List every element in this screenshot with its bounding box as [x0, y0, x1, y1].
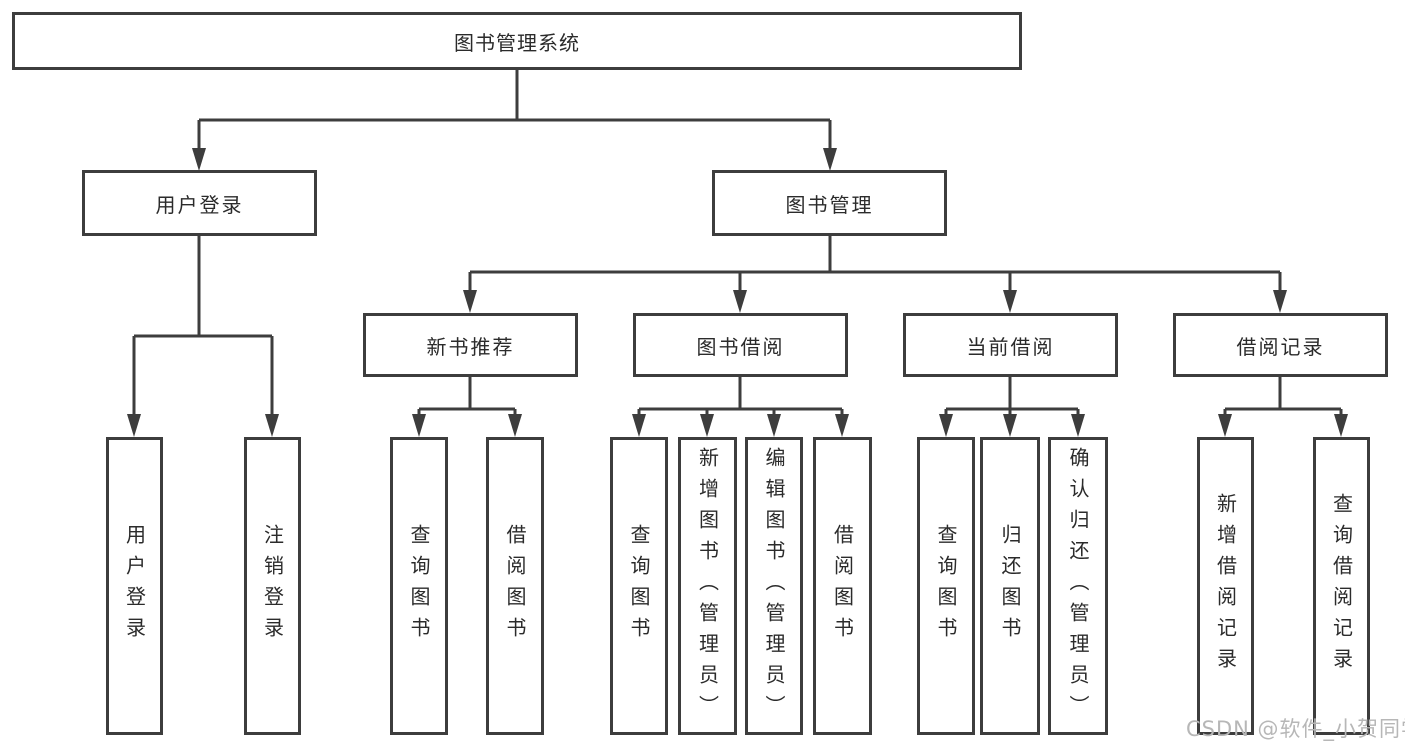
connector-book-management — [463, 236, 1287, 313]
connector-book-borrow — [632, 377, 849, 437]
leaf-add-books-admin: 新增图书（管理员） — [678, 437, 737, 735]
leaf-query-borrow-record: 查询借阅记录 — [1313, 437, 1370, 735]
leaf-user-login: 用户登录 — [106, 437, 163, 735]
leaf-borrow-books-2: 借阅图书 — [813, 437, 872, 735]
connector-new-book — [412, 377, 522, 437]
node-library-system: 图书管理系统 — [12, 12, 1022, 70]
csdn-watermark: CSDN @软件_小贺同学 — [1186, 717, 1405, 741]
connector-root — [192, 70, 837, 171]
leaf-add-borrow-record: 新增借阅记录 — [1197, 437, 1254, 735]
node-book-borrow: 图书借阅 — [633, 313, 848, 377]
connector-current-borrow — [939, 377, 1085, 437]
node-borrow-records: 借阅记录 — [1173, 313, 1388, 377]
leaf-return-books: 归还图书 — [980, 437, 1040, 735]
leaf-query-books-3: 查询图书 — [917, 437, 975, 735]
node-book-management: 图书管理 — [712, 170, 947, 236]
node-current-borrow: 当前借阅 — [903, 313, 1118, 377]
leaf-logout: 注销登录 — [244, 437, 301, 735]
leaf-borrow-books-1: 借阅图书 — [486, 437, 544, 735]
leaf-edit-books-admin: 编辑图书（管理员） — [745, 437, 803, 735]
leaf-query-books-1: 查询图书 — [390, 437, 448, 735]
node-new-book-recommend: 新书推荐 — [363, 313, 578, 377]
node-user-login: 用户登录 — [82, 170, 317, 236]
leaf-query-books-2: 查询图书 — [610, 437, 668, 735]
connector-user-login — [127, 236, 279, 437]
leaf-confirm-return-admin: 确认归还（管理员） — [1048, 437, 1108, 735]
connector-borrow-records — [1218, 377, 1348, 437]
